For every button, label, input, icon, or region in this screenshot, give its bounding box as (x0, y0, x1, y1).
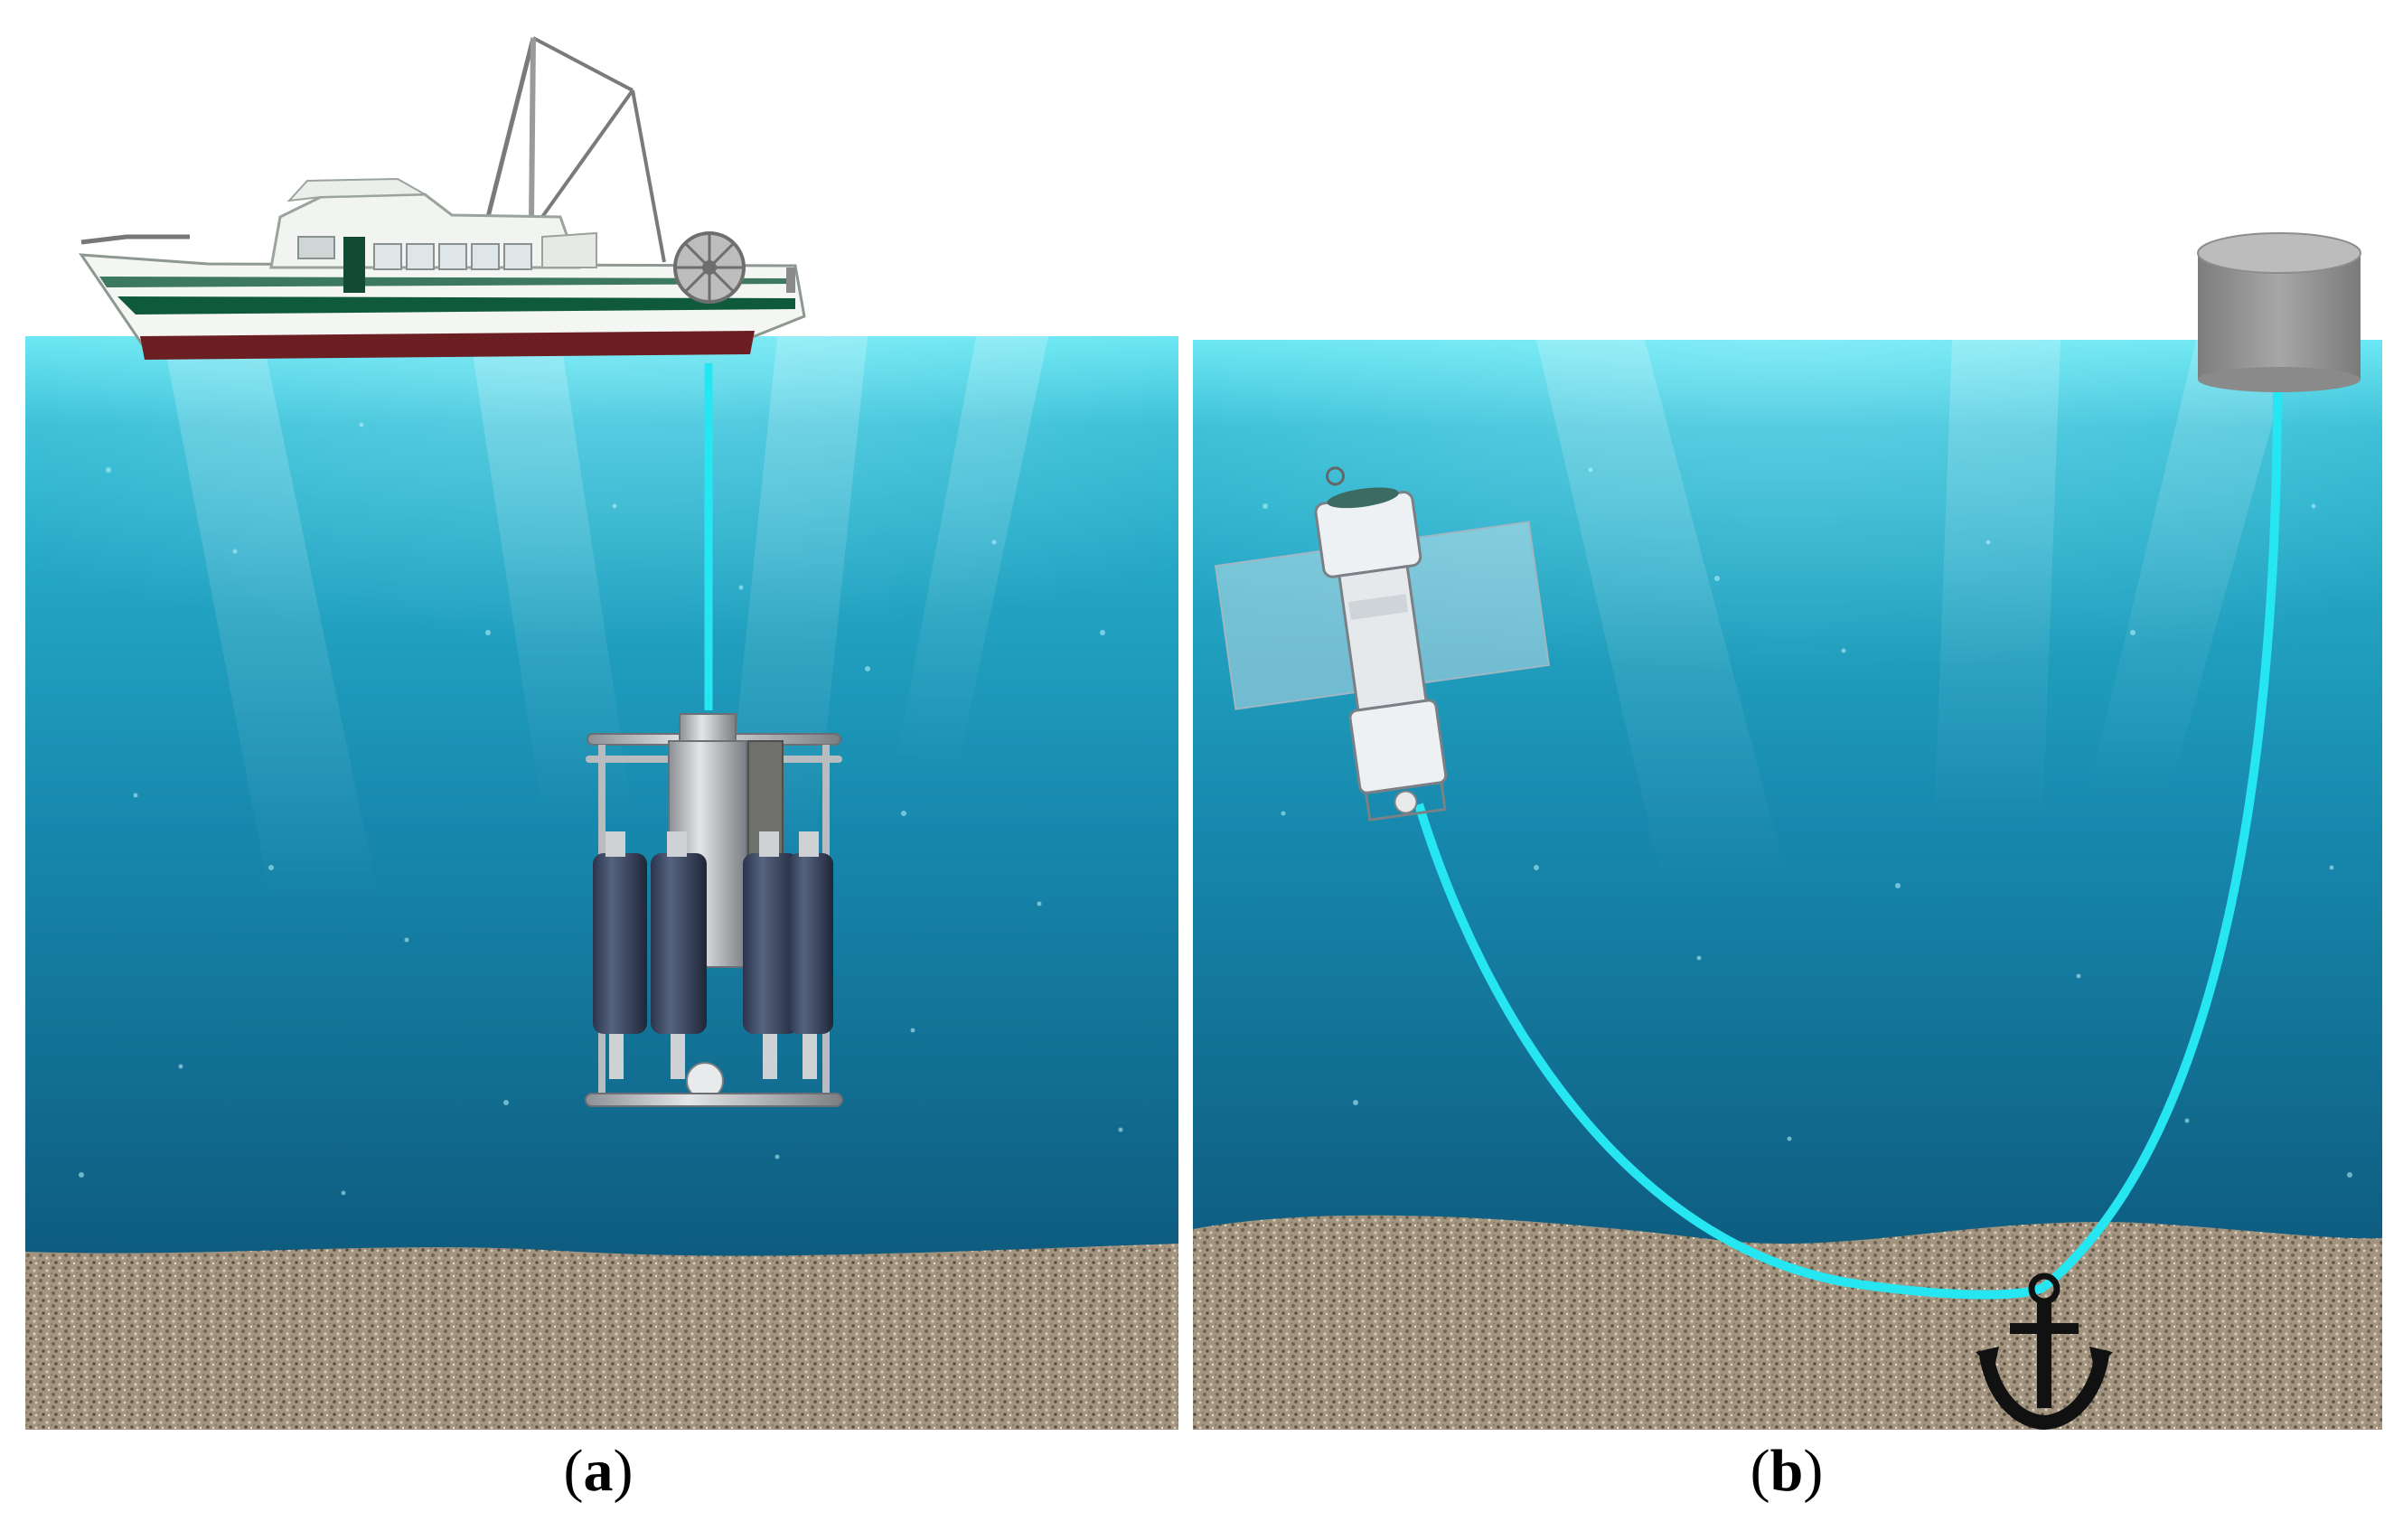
caption-a-letter: a (583, 1438, 614, 1504)
mooring-line-buoy (2041, 383, 2282, 1291)
panel-a (25, 36, 1178, 1430)
light-rays-a (163, 336, 1048, 904)
seabed-b (1193, 1215, 2382, 1430)
anchor-icon (1976, 1272, 2113, 1431)
particles-a (79, 422, 1123, 1196)
caption-b-letter: b (1769, 1438, 1804, 1504)
panel-b (1193, 232, 2382, 1431)
buoy-icon (2197, 232, 2361, 392)
seabed-a (25, 1244, 1178, 1430)
caption-b: (b) (1750, 1438, 1824, 1504)
caption-a: (a) (563, 1438, 634, 1504)
particles-b (1263, 467, 2352, 1178)
mooring-line-float (1414, 803, 2047, 1300)
light-rays-b (1536, 340, 2295, 886)
sampler-icon (585, 713, 843, 1107)
profiler-icon (1214, 466, 1551, 822)
ship-icon (79, 36, 806, 360)
